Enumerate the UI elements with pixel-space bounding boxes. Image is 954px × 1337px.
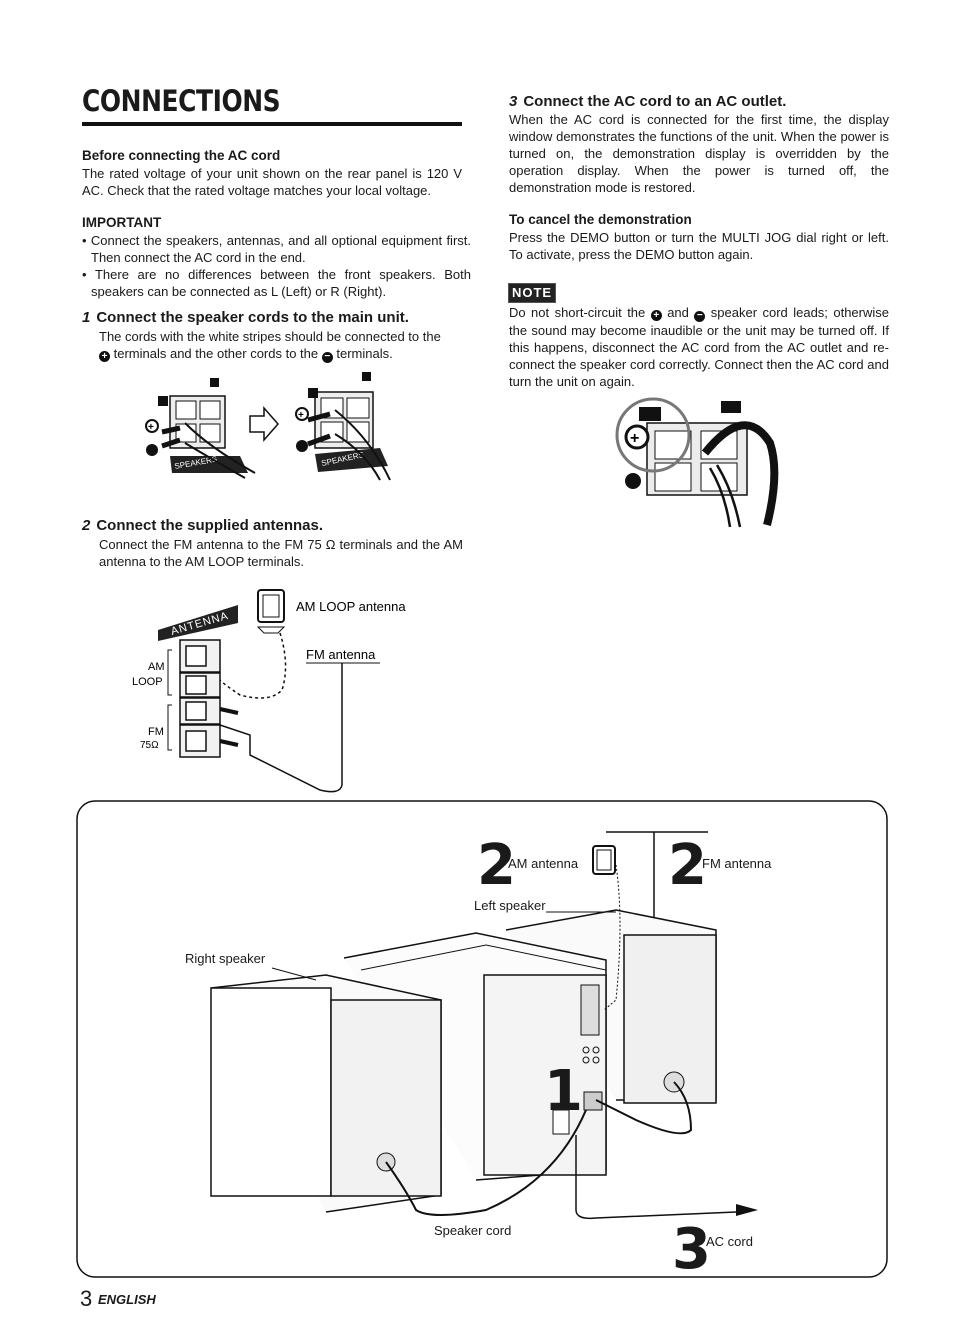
step3-heading: 3 Connect the AC cord to an AC outlet. — [509, 93, 786, 110]
am-loop-antenna-label: AM LOOP antenna — [296, 599, 406, 614]
svg-text:+: + — [630, 430, 639, 447]
step2-title: Connect the supplied antennas. — [96, 517, 324, 534]
step2-heading: 2 Connect the supplied antennas. — [82, 517, 323, 534]
step1-text-c: terminals. — [336, 346, 393, 361]
svg-text:+: + — [298, 410, 304, 421]
title-rule — [82, 122, 462, 126]
ac-arrow-icon — [736, 1204, 758, 1216]
overview-am-antenna-label: AM antenna — [508, 856, 579, 871]
overview-step3-number: 3 — [672, 1217, 711, 1282]
overview-right-speaker-label: Right speaker — [185, 951, 266, 966]
terminal-block-before: + SPEAKERS — [145, 378, 256, 479]
step1-text-b: terminals and the other cords to the — [113, 346, 319, 361]
am-antenna-icon — [592, 845, 616, 875]
before-text: The rated voltage of your unit shown on … — [82, 166, 462, 198]
step2-number: 2 — [82, 517, 91, 534]
overview-speaker-cord-label: Speaker cord — [434, 1223, 512, 1238]
arrow-right-icon — [249, 406, 279, 442]
step2-text: Connect the FM antenna to the FM 75 Ω te… — [99, 537, 463, 569]
step1-text-line2: + terminals and the other cords to the −… — [99, 345, 463, 363]
overview-ac-cord-label: AC cord — [706, 1234, 753, 1249]
cancel-heading: To cancel the demonstration — [509, 212, 692, 227]
ohm-terminal-label: 75Ω — [140, 740, 159, 751]
fm-terminal-label: FM — [148, 726, 164, 738]
minus-icon: − — [321, 352, 333, 363]
fm-antenna-label: FM antenna — [306, 647, 376, 662]
important-item-1: • Connect the speakers, antennas, and al… — [82, 233, 471, 265]
note-text-a: Do not short-circuit the — [509, 305, 646, 320]
overview-left-speaker-label: Left speaker — [474, 898, 546, 913]
note-text-b: and — [667, 305, 689, 320]
step1-title: Connect the speaker cords to the main un… — [96, 309, 409, 326]
antenna-label: ANTENNA — [170, 610, 231, 638]
overview-step2-fm-number: 2 — [668, 833, 707, 898]
plus-icon: + — [650, 310, 662, 321]
loop-terminal-label: LOOP — [132, 676, 163, 688]
step3-number: 3 — [509, 93, 518, 110]
terminal-block-after: + SPEAKERS — [295, 372, 391, 481]
am-loop-antenna-icon — [256, 589, 286, 634]
step1-number: 1 — [82, 309, 91, 326]
speaker-terminal-figure: + SPEAKERS + SPEAKERS — [145, 372, 391, 481]
terminal-stack — [179, 639, 221, 758]
system-overview-figure — [76, 800, 888, 1278]
page-title: CONNECTIONS — [82, 84, 281, 118]
note-text-c: speaker cord leads; otherwise the sound … — [509, 305, 889, 389]
before-heading: Before connecting the AC cord — [82, 148, 281, 163]
note-text: Do not short-circuit the + and − speaker… — [509, 304, 889, 390]
page-number: 3 — [80, 1286, 93, 1311]
minus-icon: − — [694, 311, 706, 322]
step3-title: Connect the AC cord to an AC outlet. — [523, 93, 787, 110]
svg-text:+: + — [148, 422, 154, 433]
step1-heading: 1 Connect the speaker cords to the main u… — [82, 309, 409, 326]
note-badge: NOTE — [508, 283, 556, 303]
am-terminal-label: AM — [148, 661, 165, 673]
note-terminal-figure: + — [615, 397, 779, 528]
important-item-2: • There are no differences between the f… — [82, 267, 471, 299]
important-heading: IMPORTANT — [82, 215, 162, 230]
plus-icon: + — [99, 351, 110, 362]
right-speaker — [210, 974, 442, 1213]
page-language: ENGLISH — [98, 1292, 156, 1307]
overview-step1-number: 1 — [544, 1059, 583, 1124]
antenna-terminal-figure: ANTENNA AM LOOP FM 75Ω AM LOOP antenna F… — [132, 589, 406, 793]
step1-text: The cords with the white stripes should … — [99, 329, 441, 344]
step3-text: When the AC cord is connected for the fi… — [509, 112, 889, 195]
overview-fm-antenna-label: FM antenna — [702, 856, 772, 871]
cancel-text: Press the DEMO button or turn the MULTI … — [509, 230, 889, 262]
overview-step2-am-number: 2 — [477, 833, 516, 898]
